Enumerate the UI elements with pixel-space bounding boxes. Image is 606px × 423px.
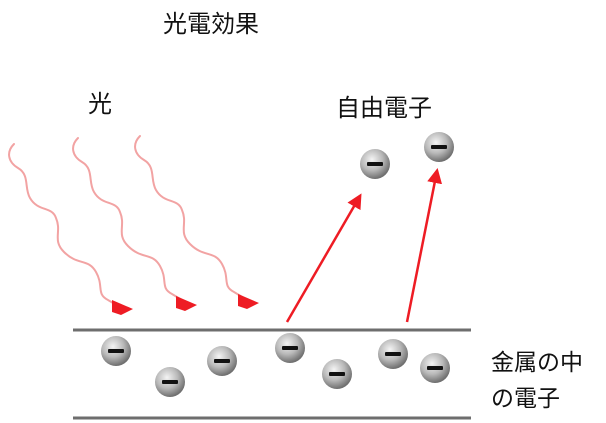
light-waves — [8, 135, 245, 307]
diagram-title: 光電効果 — [163, 10, 259, 38]
light-wave-3 — [134, 135, 245, 299]
free-electron — [424, 132, 454, 162]
metal-electron — [101, 336, 131, 366]
metal-electron — [155, 367, 185, 397]
free-electron-label: 自由電子 — [336, 94, 432, 122]
metal-electron-label-line2: の電子 — [491, 386, 560, 412]
light-arrowheads — [112, 294, 259, 315]
emission-arrow-1 — [285, 193, 362, 323]
metal-electron-label-line1: 金属の中 — [491, 350, 583, 376]
light-arrowhead-1 — [112, 300, 133, 315]
metal-electron — [322, 359, 352, 389]
emission-arrow-2 — [405, 168, 443, 323]
light-wave-2 — [72, 137, 183, 301]
light-label: 光 — [88, 90, 112, 118]
metal-electron — [378, 339, 408, 369]
metal-electron — [420, 353, 450, 383]
light-arrowhead-3 — [238, 294, 259, 309]
metal-electron — [275, 333, 305, 363]
light-arrowhead-2 — [176, 296, 197, 311]
free-electrons — [360, 132, 454, 179]
metal-electrons — [101, 333, 450, 397]
light-wave-1 — [8, 143, 119, 307]
metal-electron — [207, 346, 237, 376]
free-electron — [360, 149, 390, 179]
